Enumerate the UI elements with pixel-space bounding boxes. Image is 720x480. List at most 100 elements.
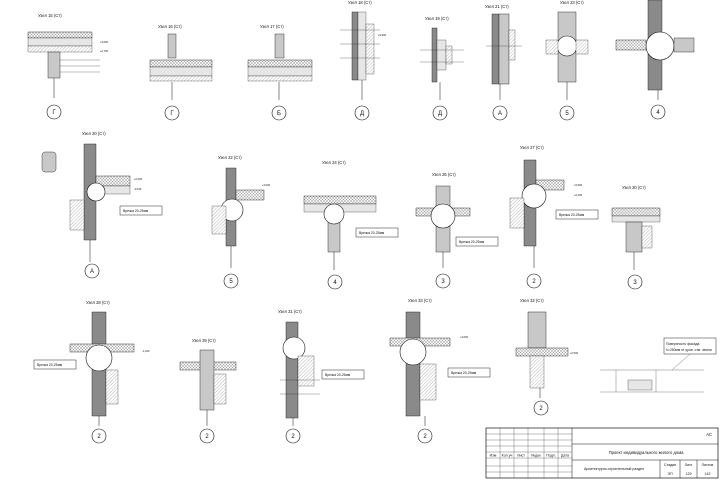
stage-label: Стадия [664,463,676,467]
level-mark: +3,000 [100,40,109,44]
section-title: Архитектурно-строительный раздел [584,467,644,471]
level-mark: -1,200 [142,349,150,353]
note-box [555,209,599,220]
stage-value: ЭП [667,472,673,476]
node-21: Узел 21 (Ст) А [485,4,522,121]
node-26: Узел 26 (Ст) Врезка 20-25мм 3 [415,172,499,289]
axis-label: 2 [532,279,536,285]
note-text: Врезка 20-25мм [37,363,63,367]
level-mark: +2,700 [100,49,109,53]
node-29: Узел 29 (Ст) 2 [179,338,237,444]
node-title: Узел 17 (Ст) [260,24,284,29]
node-title: Узел 31 (Ст) [278,309,302,314]
axis-marker [354,105,370,121]
node-title: Узел 20 (Ст) [82,131,106,136]
axis-label: 2 [97,434,101,440]
title-block: Изм Кол.уч Лист №док Подп. Дата АС Проек… [485,427,719,479]
node-28: Узел 28 (Ст) Врезка 20-25мм 2 -1,200 [33,300,150,444]
node-axis-4-top: 4 [615,0,695,120]
axis-marker [46,104,62,120]
node-title: Узел 23 (Ст) [560,0,584,5]
node-32: Узел 32 (Ст) 2 +0,500 [515,298,579,416]
note-text: Врезка 20-25мм [451,371,477,375]
sheets-label: Листов [702,463,714,467]
axis-marker [435,273,451,289]
node-30: Узел 30 (Ст) 3 [611,185,661,290]
node-title: Узел 29 (Ст) [192,338,216,343]
axis-marker [417,428,433,444]
note-box [455,236,499,247]
level-mark: +3,000 [262,183,271,187]
node-title: Узел 18 (Ст) [348,0,372,5]
node-17: Узел 17 (Ст) Б [247,24,313,121]
axis-marker [285,428,301,444]
facade-callout: Поверхность фасада h=250мм от уров. отм.… [600,337,717,393]
axis-label: 2 [291,434,295,440]
axis-marker [199,428,215,444]
axis-label: 2 [423,434,427,440]
axis-label: Д [360,111,364,117]
axis-label: Б [277,111,281,117]
note-box [119,205,163,216]
col-header: Подп. [546,454,556,458]
axis-label: А [90,269,94,275]
note-box [355,227,399,238]
note-box [33,359,77,370]
node-22: Узел 22 (Ст) 5 +3,000 [211,155,271,289]
level-mark: +0,500 [570,351,579,355]
axis-label: А [498,111,502,117]
level-mark: +6,200 [574,193,583,197]
axis-marker [271,105,287,121]
callout-text: h=250мм от уров. отм. земли [666,348,712,352]
level-mark: +0,000 [134,177,143,181]
axis-marker [84,263,100,279]
axis-marker [327,274,343,290]
note-text: Врезка 20-25мм [559,213,585,217]
node-title: Узел 21 (Ст) [485,4,509,9]
col-header: Кол.уч [502,454,513,458]
note-box [447,367,491,378]
level-mark: +3,000 [460,335,469,339]
node-19: Узел 19 (Ст) Д [420,16,464,121]
callout-text: Поверхность фасада [666,342,699,346]
col-header: Дата [561,454,569,458]
level-mark: +5,900 [574,183,583,187]
axis-marker [164,105,180,121]
axis-label: 5 [565,111,569,117]
col-header: №док [531,454,541,458]
node-23: Узел 23 (Ст) 5 [545,0,589,121]
node-title: Узел 16 (Ст) [158,24,182,29]
col-header: Изм [490,454,497,458]
axis-label: Г [52,110,56,116]
axis-label: Г [170,111,174,117]
node-title: Узел 30 (Ст) [622,185,646,190]
node-title: Узел 24 (Ст) [322,160,346,165]
sheets-total: 142 [705,472,711,476]
axis-marker [91,428,107,444]
axis-marker [526,273,542,289]
node-title: Узел 33 (Ст) [408,298,432,303]
axis-marker [492,105,508,121]
note-text: Врезка 20-25мм [359,231,385,235]
node-20: Узел 20 (Ст) Врезка 20-25мм А +0,000 -0,… [41,131,163,279]
axis-marker [432,105,448,121]
node-15: Узел 15 (Ст) Г +3,000 +2,700 [27,13,109,120]
axis-label: 4 [333,280,337,286]
node-title: Узел 19 (Ст) [425,16,449,21]
node-title: Узел 22 (Ст) [218,155,242,160]
node-27: Узел 27 (Ст) Врезка 20-25мм 2 +5,900 +6,… [509,145,599,289]
axis-label: 2 [539,406,543,412]
node-title: Узел 26 (Ст) [432,172,456,177]
axis-label: 3 [441,279,445,285]
sheet-code: АС [706,432,712,437]
node-18: Узел 18 (Ст) Д +5,900 [340,0,387,121]
node-16: Узел 16 (Ст) Г [149,24,213,121]
node-title: Узел 27 (Ст) [520,145,544,150]
project-title: Проект индивидуального жилого дома [609,450,685,455]
axis-label: 3 [633,280,637,286]
sheet-number: 129 [686,472,692,476]
axis-label: Д [438,111,442,117]
node-title: Узел 32 (Ст) [520,298,544,303]
axis-marker [627,274,643,290]
